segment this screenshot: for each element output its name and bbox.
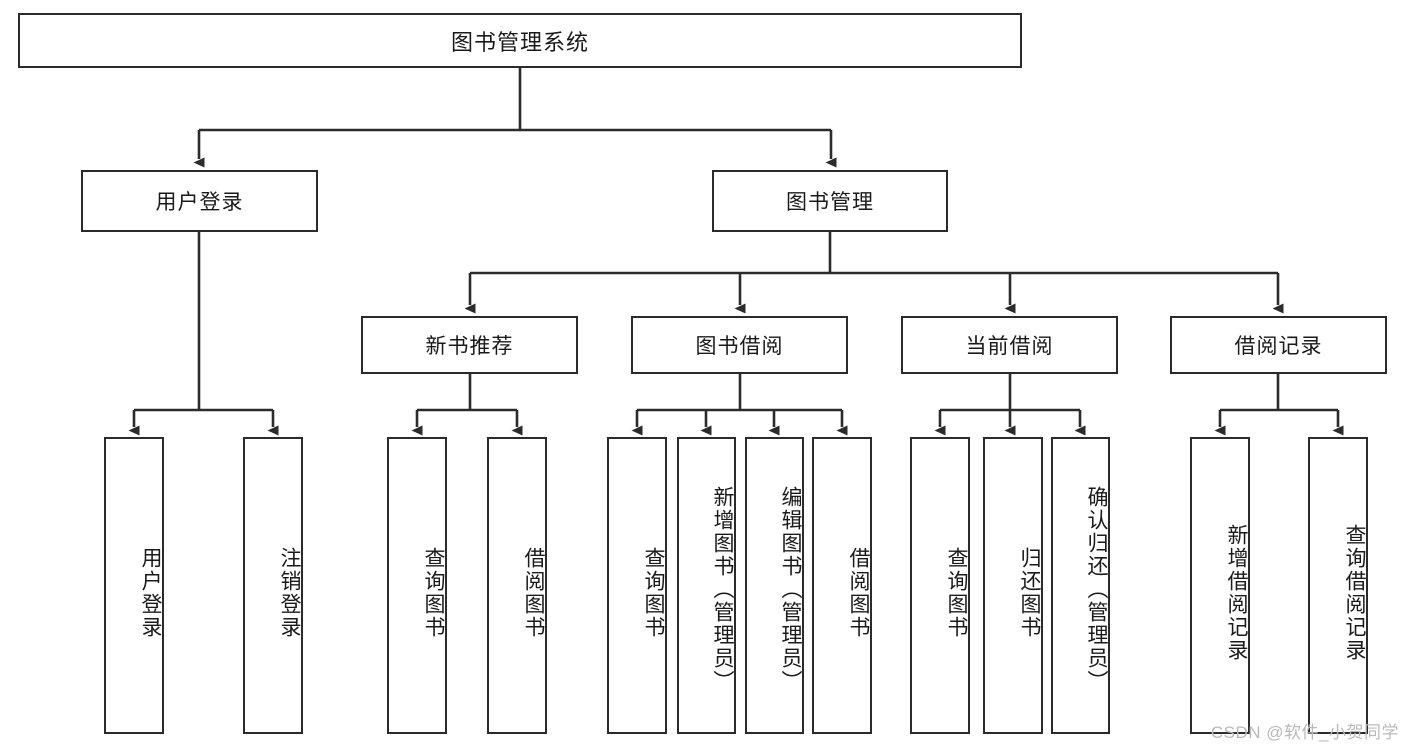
node-leaf-user-logout[interactable]: 注销登录 — [243, 437, 303, 734]
node-leaf-add-book[interactable]: 新增图书（管理员） — [677, 437, 736, 734]
edges-bookborrow-to-leaves — [631, 374, 848, 436]
node-leaf-user-login[interactable]: 用户登录 — [104, 437, 164, 734]
edges-newbookrec-to-leaves — [411, 374, 523, 436]
edges-root-to-level2 — [193, 68, 837, 168]
node-leaf-query-book-2[interactable]: 查询图书 — [607, 437, 667, 734]
node-leaf-confirm-return[interactable]: 确认归还（管理员） — [1051, 437, 1110, 734]
node-current-borrow[interactable]: 当前借阅 — [901, 316, 1118, 374]
edges-bookmanage-to-level3 — [464, 232, 1284, 314]
node-book-manage[interactable]: 图书管理 — [712, 170, 948, 232]
edges-borrowrecord-to-leaves — [1214, 374, 1344, 436]
node-leaf-query-book-1[interactable]: 查询图书 — [387, 437, 447, 734]
node-leaf-query-book-3[interactable]: 查询图书 — [910, 437, 970, 734]
node-borrow-record[interactable]: 借阅记录 — [1170, 316, 1387, 374]
node-leaf-edit-book[interactable]: 编辑图书（管理员） — [745, 437, 804, 734]
node-leaf-borrow-book-1[interactable]: 借阅图书 — [487, 437, 547, 734]
node-user-login[interactable]: 用户登录 — [81, 170, 318, 232]
node-leaf-return-book[interactable]: 归还图书 — [983, 437, 1043, 734]
node-new-book-recommend[interactable]: 新书推荐 — [361, 316, 578, 374]
node-book-borrow[interactable]: 图书借阅 — [631, 316, 848, 374]
node-root[interactable]: 图书管理系统 — [18, 13, 1022, 68]
node-leaf-add-borrow-record[interactable]: 新增借阅记录 — [1190, 437, 1250, 734]
node-leaf-borrow-book-2[interactable]: 借阅图书 — [812, 437, 872, 734]
node-leaf-query-borrow-record[interactable]: 查询借阅记录 — [1308, 437, 1368, 734]
edges-userlogin-to-leaves — [128, 232, 279, 436]
edges-currentborrow-to-leaves — [934, 374, 1086, 436]
csdn-watermark: CSDN @软件_小贺同学 — [1210, 723, 1399, 742]
